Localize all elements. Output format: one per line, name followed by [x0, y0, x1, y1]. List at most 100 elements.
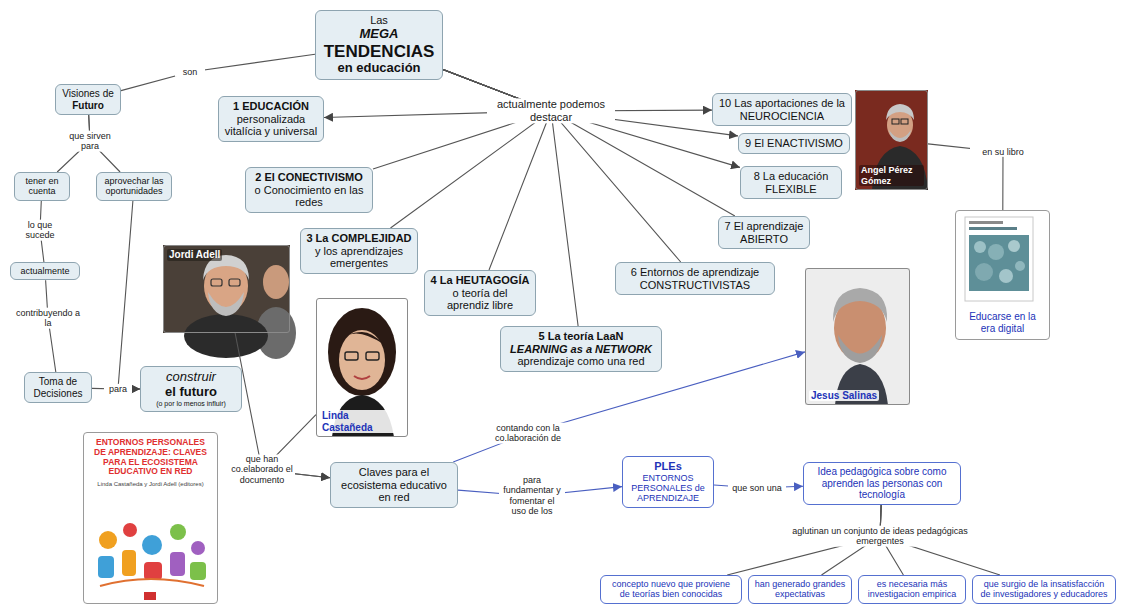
- concept-box: 3 La COMPLEJIDADy los aprendizajes emerg…: [300, 228, 418, 274]
- node-text: (o por lo menos influir): [146, 400, 236, 408]
- glasses: [229, 279, 240, 286]
- hair: [339, 332, 385, 345]
- linking-phrase: que son una: [728, 483, 786, 493]
- glasses: [901, 119, 908, 124]
- concept-box: construirel futuro(o por lo menos influi…: [140, 366, 242, 412]
- linking-phrase: en su libro: [970, 147, 1036, 157]
- node-text: MEGA: [321, 27, 437, 42]
- concept-box: concepto nuevo que proviene de teorías b…: [600, 575, 742, 604]
- photo-node: Linda Castañeda: [316, 298, 408, 437]
- node-text: construir: [146, 370, 236, 385]
- node-text: 9 El ENACTIVISMO: [744, 137, 844, 150]
- node-text: ENTORNOS PERSONALES de APRENDIZAJE: [628, 473, 708, 504]
- book-card: [83, 432, 218, 604]
- cover-figure: [98, 556, 114, 578]
- concept-box: que surgio de la insatisfacción de inves…: [972, 575, 1116, 604]
- node-text: aprovechar las oportunidades: [102, 176, 166, 197]
- node-text: 3 La COMPLEJIDAD: [306, 232, 412, 245]
- concept-box: LasMEGATENDENCIASen educación: [315, 10, 443, 80]
- node-text: Idea pedagógica sobre como aprenden las …: [809, 466, 955, 501]
- concept-box: Toma de Decisiones: [24, 372, 92, 403]
- linking-phrase: que sirven para: [60, 131, 120, 152]
- concept-box: han generado grandes expectativas: [748, 575, 852, 604]
- glasses: [345, 352, 358, 360]
- book-educarse: [955, 210, 1050, 340]
- node-text: el futuro: [146, 385, 236, 400]
- node-text: Jesus Salinas: [809, 390, 879, 402]
- concept-box: PLEsENTORNOS PERSONALES de APRENDIZAJE: [622, 456, 714, 508]
- hair: [328, 308, 396, 396]
- cover-figure: [170, 552, 185, 576]
- hair: [886, 104, 914, 120]
- cover-figure: [99, 531, 117, 549]
- node-text: 1 EDUCACIÓN: [224, 100, 318, 113]
- cover-figure: [123, 523, 137, 537]
- connector: [443, 70, 740, 168]
- cover-title-bar: [969, 221, 1003, 224]
- photo-ground: [855, 90, 928, 190]
- cover-figure: [100, 579, 204, 586]
- linking-phrase: aglutinan un conjunto de ideas pedagógic…: [790, 526, 970, 547]
- body: [184, 314, 268, 358]
- photo-node: Angel Pérez Gómez: [855, 90, 928, 190]
- beard: [889, 130, 911, 142]
- concept-box: 9 El ENACTIVISMO: [738, 133, 850, 154]
- photo-angel: [855, 90, 928, 190]
- concept-box: 7 El aprendizaje ABIERTO: [718, 216, 810, 249]
- mouth: [354, 376, 370, 379]
- node-text: Angel Pérez Gómez: [859, 165, 924, 186]
- node-text: y los aprendizajes emergentes: [306, 245, 412, 270]
- node-text: Toma de Decisiones: [30, 376, 86, 399]
- linking-phrase: contribuyendo a la: [12, 308, 84, 329]
- node-text: concepto nuevo que proviene de teorías b…: [606, 579, 736, 600]
- node-text: Futuro: [61, 100, 115, 112]
- book-node: ENTORNOS PERSONALES DE APRENDIZAJE: CLAV…: [83, 432, 218, 604]
- connector: [121, 54, 315, 90]
- hair: [833, 288, 887, 322]
- beard: [208, 292, 244, 316]
- linking-phrase: que han co.elaborado el documento: [229, 454, 295, 485]
- concept-box: 5 La teoría LaaNLEARNING as a NETWORKapr…: [500, 326, 662, 372]
- beard: [838, 335, 882, 363]
- face: [339, 330, 385, 390]
- concept-box: 10 Las aportaciones de la NEUROCIENCIA: [712, 93, 852, 126]
- concept-box: 2 El CONECTIVISMOo Conocimiento en las r…: [245, 167, 373, 213]
- linking-phrase: son: [175, 67, 205, 77]
- cover-image: [969, 235, 1029, 291]
- cover-title-bar: [969, 227, 1017, 230]
- glasses: [366, 352, 379, 360]
- cover-pattern: [988, 244, 1004, 260]
- node-text: han generado grandes expectativas: [754, 579, 846, 600]
- node-text: 5 La teoría LaaN: [506, 330, 656, 343]
- photo-jordi: [163, 245, 296, 359]
- linking-phrase: para: [104, 384, 132, 394]
- book-epa: [83, 432, 218, 604]
- book-node: Educarse en la era digital: [955, 210, 1050, 340]
- cover-pattern: [974, 241, 986, 253]
- node-text: 8 La educación FLEXIBLE: [746, 170, 836, 195]
- connector: [443, 70, 738, 136]
- node-text: 2 El CONECTIVISMO: [251, 171, 367, 184]
- concept-box: 1 EDUCACIÓNpersonalizada vitalícia y uni…: [218, 96, 324, 142]
- cover-figure: [144, 562, 162, 580]
- node-text: que surgio de la insatisfacción de inves…: [978, 579, 1110, 600]
- cover-figure: [190, 562, 206, 580]
- concept-box: Visiones deFuturo: [55, 84, 121, 115]
- node-text: es necesaria más investigacion empirica: [864, 579, 960, 600]
- node-text: Linda Castañeda y Jordi Adell (editores): [89, 481, 212, 488]
- book-cover: [965, 217, 1033, 301]
- concept-box: aprovechar las oportunidades: [96, 172, 172, 201]
- node-text: 7 El aprendizaje ABIERTO: [724, 220, 804, 245]
- node-text: personalizada vitalícia y universal: [224, 113, 318, 138]
- linking-phrase: lo que sucede: [17, 220, 63, 241]
- node-text: Linda Castañeda: [320, 410, 404, 433]
- cover-figure: [170, 524, 186, 540]
- node-text: Claves para el ecosistema educativo en r…: [336, 466, 452, 504]
- node-text: o Conocimiento en las redes: [251, 184, 367, 209]
- cover-pattern: [1008, 240, 1020, 252]
- concept-box: Claves para el ecosistema educativo en r…: [330, 462, 458, 508]
- linking-phrase: para fundamentar y fomentar el uso de lo…: [499, 475, 565, 516]
